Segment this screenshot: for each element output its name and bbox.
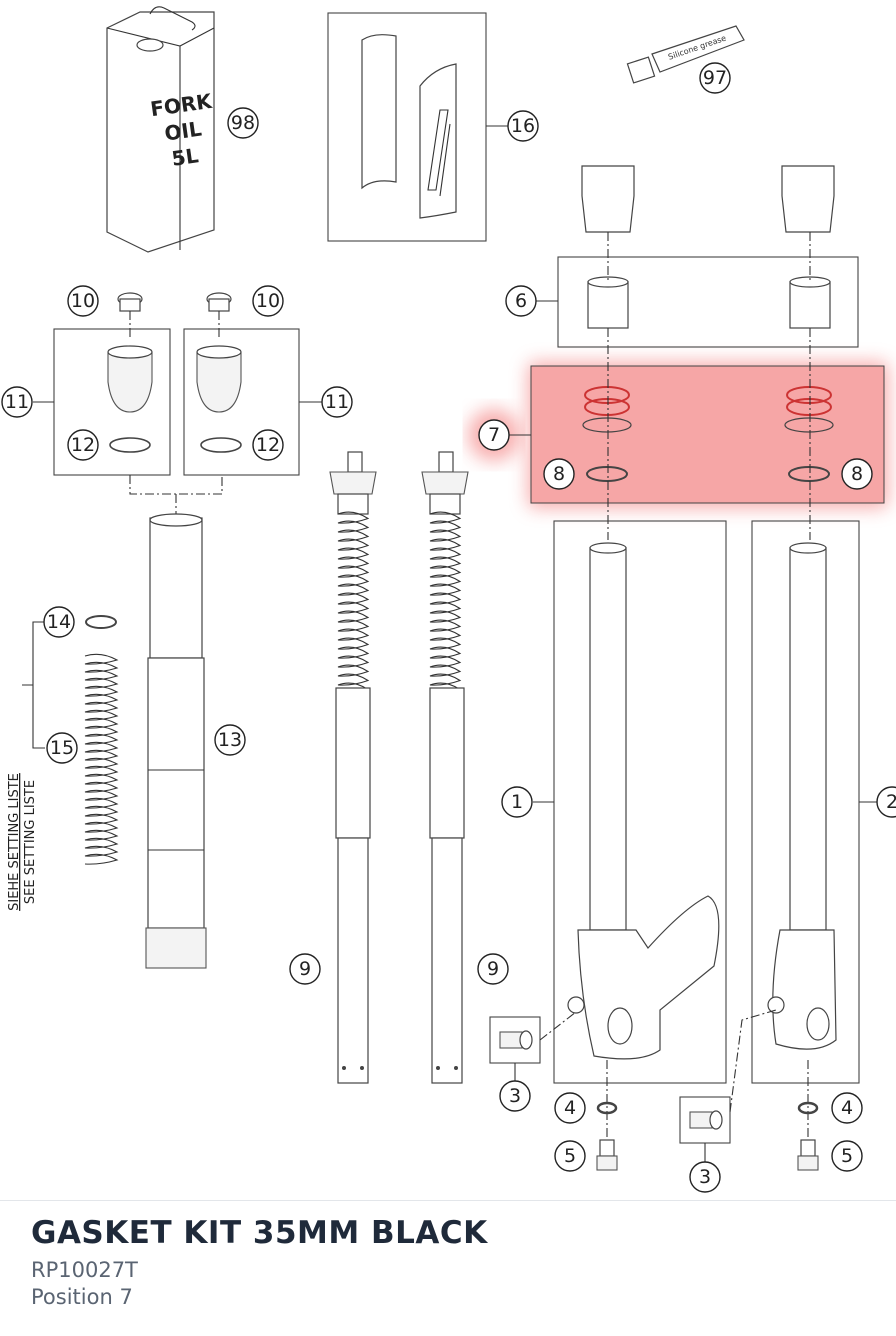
part-info-panel: GASKET KIT 35MM BLACK RP10027T Position … (0, 1200, 896, 1336)
gasket-kit-seals[interactable] (582, 386, 834, 482)
fork-spring[interactable] (84, 653, 119, 865)
svg-text:4: 4 (841, 1097, 853, 1119)
washer-right[interactable] (797, 1101, 819, 1115)
callout-6[interactable]: 6 (505, 285, 537, 317)
guide-bushings[interactable] (587, 276, 831, 329)
callout-9-left[interactable]: 9 (289, 953, 321, 985)
callout-4-right[interactable]: 4 (831, 1092, 863, 1124)
grease-tube[interactable]: Silicone grease (626, 25, 745, 84)
svg-text:1: 1 (511, 791, 523, 813)
svg-text:4: 4 (564, 1097, 576, 1119)
fork-top-tubes (581, 165, 835, 233)
callout-3-right[interactable]: 3 (689, 1161, 721, 1193)
callout-13[interactable]: 13 (214, 724, 246, 756)
svg-text:9: 9 (487, 958, 499, 980)
svg-text:5: 5 (841, 1145, 853, 1167)
position-7-highlight[interactable] (468, 362, 888, 508)
callout-12-right[interactable]: 12 (252, 429, 284, 461)
callout-12-left[interactable]: 12 (67, 429, 99, 461)
setting-note-line2: SEE SETTING LISTE (23, 780, 38, 904)
cartridge-head-left[interactable] (107, 292, 153, 453)
spring-washer[interactable] (85, 615, 117, 629)
cartridge-left[interactable] (329, 451, 377, 1084)
setting-note-line1: SIEHE SETTING LISTE (7, 773, 22, 911)
callout-11-left[interactable]: 11 (1, 386, 33, 418)
callout-9-right[interactable]: 9 (477, 953, 509, 985)
svg-text:3: 3 (509, 1085, 521, 1107)
oil-can-label-line2: OIL (163, 117, 203, 146)
fork-guard-decal[interactable] (327, 12, 509, 242)
adjuster-left[interactable] (489, 1016, 541, 1064)
callout-4-left[interactable]: 4 (554, 1092, 586, 1124)
callout-8-left[interactable]: 8 (543, 458, 575, 490)
part-position: Position 7 (31, 1285, 133, 1309)
setting-note: SIEHE SETTING LISTE SEE SETTING LISTE (7, 773, 38, 911)
drain-bolt-right[interactable] (797, 1139, 819, 1171)
fork-leg-left[interactable] (567, 542, 720, 1060)
bushing-box (557, 256, 859, 348)
callout-10-left[interactable]: 10 (67, 285, 99, 317)
svg-text:12: 12 (71, 434, 95, 456)
exploded-parts-diagram: FORK OIL 5L 98 16 Silicone grease 97 (1, 6, 896, 1193)
svg-text:6: 6 (515, 290, 527, 312)
svg-text:11: 11 (5, 391, 29, 413)
fork-leg-right[interactable] (767, 542, 837, 1050)
svg-text:2: 2 (886, 791, 896, 813)
cartridge-head-right[interactable] (196, 292, 242, 453)
callout-15[interactable]: 15 (46, 732, 78, 764)
svg-text:7: 7 (488, 424, 500, 446)
drain-bolt-left[interactable] (596, 1139, 618, 1171)
svg-text:14: 14 (47, 611, 71, 633)
svg-text:10: 10 (71, 290, 95, 312)
callout-5-left[interactable]: 5 (554, 1140, 586, 1172)
svg-text:98: 98 (231, 112, 255, 134)
callout-97[interactable]: 97 (699, 62, 731, 94)
callout-10-right[interactable]: 10 (252, 285, 284, 317)
svg-text:15: 15 (50, 737, 74, 759)
svg-text:97: 97 (703, 67, 727, 89)
svg-text:11: 11 (325, 391, 349, 413)
svg-text:8: 8 (553, 463, 565, 485)
fork-oil-can[interactable]: FORK OIL 5L (106, 6, 215, 253)
part-name: GASKET KIT 35MM BLACK (31, 1215, 488, 1251)
svg-text:3: 3 (699, 1166, 711, 1188)
callout-1[interactable]: 1 (501, 786, 533, 818)
svg-text:8: 8 (851, 463, 863, 485)
cartridge-right[interactable] (421, 451, 469, 1084)
callout-16[interactable]: 16 (507, 110, 539, 142)
adjuster-right[interactable] (679, 1096, 731, 1144)
callout-11-right[interactable]: 11 (321, 386, 353, 418)
cartridge-tube[interactable] (145, 513, 207, 969)
callout-14[interactable]: 14 (43, 606, 75, 638)
callout-3-left[interactable]: 3 (499, 1080, 531, 1112)
callout-98[interactable]: 98 (227, 107, 259, 139)
svg-text:16: 16 (511, 115, 535, 137)
svg-text:10: 10 (256, 290, 280, 312)
svg-text:5: 5 (564, 1145, 576, 1167)
callout-2[interactable]: 2 (876, 786, 896, 818)
callout-7[interactable]: 7 (478, 419, 510, 451)
svg-text:13: 13 (218, 729, 242, 751)
oil-can-label-line3: 5L (170, 143, 200, 171)
svg-text:9: 9 (299, 958, 311, 980)
part-number: RP10027T (31, 1258, 138, 1282)
washer-left[interactable] (596, 1101, 618, 1115)
svg-text:12: 12 (256, 434, 280, 456)
callout-8-right[interactable]: 8 (841, 458, 873, 490)
callout-5-right[interactable]: 5 (831, 1140, 863, 1172)
